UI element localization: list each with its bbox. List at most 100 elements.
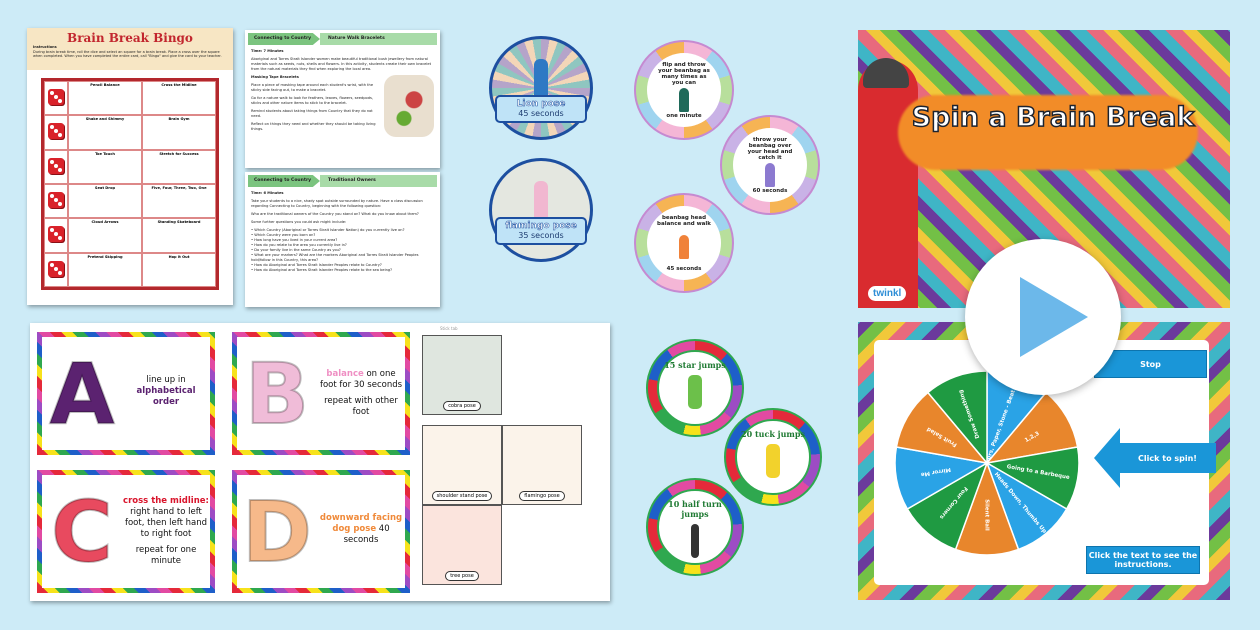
graffiti-artist-image	[858, 60, 918, 308]
bingo-cell: Brain Gym	[142, 115, 216, 150]
dice-net: cobra pose shoulder stand pose flamingo …	[420, 326, 600, 595]
activity-name: Pencil Balance	[90, 83, 120, 87]
list-item: • Which Country were you born on?	[251, 233, 316, 237]
dice-face: tree pose	[422, 505, 502, 585]
doc-body: Aboriginal and Torres Strait Islander wo…	[251, 57, 432, 71]
jump-badge: 10 half turn jumps	[646, 478, 744, 576]
card-letter: C	[50, 482, 114, 582]
activity-name: Toe Touch	[95, 151, 115, 156]
question-text: What are your markers? What are the mark…	[251, 253, 419, 262]
stick-tab-label: Stick tab	[440, 326, 458, 331]
child-figure	[679, 234, 689, 259]
wheel-segment[interactable]	[906, 461, 989, 551]
segment-label[interactable]: Silent Ball	[984, 499, 990, 531]
activity-name: Cloud Arrows	[91, 220, 119, 225]
bingo-cell: Toe Touch	[68, 149, 142, 184]
child-figure	[765, 162, 775, 187]
face-label: tree pose	[445, 571, 479, 581]
spinner-wheel[interactable]: Scissors, Paper, Stone - Beat the Teache…	[892, 368, 1082, 558]
doc-step: Place a piece of masking tape around eac…	[251, 83, 374, 92]
badge-text: throw your beanbag over your head and ca…	[747, 137, 793, 161]
doc-title: Traditional Owners	[320, 175, 437, 187]
bingo-cell: Five, Four, Three, Two, One	[142, 183, 216, 219]
card-highlight: balance	[326, 369, 364, 379]
child-figure	[534, 181, 548, 219]
dice-face: cobra pose	[422, 335, 502, 415]
dice-cell	[44, 115, 68, 150]
list-item: • How do you relate to the area you curr…	[251, 243, 347, 247]
bingo-cell: Seat Drop	[68, 183, 142, 219]
bingo-cell: Cloud Arrows	[68, 218, 142, 253]
badge-text: beanbag head balance and walk	[657, 215, 711, 227]
instructions-button[interactable]: Click the text to see the instructions.	[1086, 546, 1200, 574]
doc-time: Time: 7 Minutes	[251, 49, 284, 53]
dice-icon	[48, 260, 64, 277]
activity-name: Seat Drop	[94, 185, 116, 190]
activity-name: Pretend Skipping	[87, 254, 123, 259]
wheel-segment[interactable]	[895, 391, 989, 465]
list-item: • How do Aboriginal and Torres Strait Is…	[251, 263, 382, 267]
dice-icon	[48, 226, 64, 243]
wheel-segment[interactable]	[984, 446, 1080, 511]
wheel-panel: Scissors, Paper, Stone - Beat the Teache…	[874, 340, 1216, 585]
wheel-segment[interactable]	[894, 446, 990, 511]
question-text: Do your family live in the same Country …	[254, 248, 341, 252]
instructions-text: During brain break time, roll the dice a…	[33, 49, 222, 59]
beanbag-badge: throw your beanbag over your head and ca…	[720, 115, 820, 215]
pose-time: 45 seconds	[518, 109, 564, 118]
dice-icon	[48, 123, 64, 140]
breadcrumb: Connecting to Country	[248, 175, 320, 187]
arrow-left-icon	[1094, 428, 1120, 488]
doc-body: Take your students to a nice, shady spot…	[251, 199, 423, 208]
beanbag-badge: flip and throw your beanbag as many time…	[634, 40, 734, 140]
play-button[interactable]	[965, 239, 1121, 395]
child-figure	[688, 375, 702, 409]
slide-title: Spin a Brain Break	[911, 101, 1195, 134]
question-text: How do you relate to the area you curren…	[254, 243, 347, 247]
question-text: Which Country (Aboriginal or Torres Stra…	[254, 228, 405, 232]
list-item: • How long have you lived in your curren…	[251, 238, 338, 242]
dice-cell	[44, 218, 68, 253]
pose-time: 35 seconds	[518, 231, 564, 240]
question-text: How do Aboriginal and Torres Strait Isla…	[254, 268, 393, 272]
activity-name: Hop it Out	[168, 254, 190, 259]
activity-name: Five, Four, Three, Two, One	[151, 185, 207, 190]
dice-cell	[44, 81, 68, 116]
bingo-cell: Pencil Balance	[68, 81, 142, 116]
card-text: on one foot for 30 seconds	[319, 369, 403, 390]
wheel-segment[interactable]	[954, 460, 1020, 556]
dice-icon	[48, 89, 64, 105]
click-to-spin-button[interactable]: Click to spin!	[1119, 443, 1216, 473]
breadcrumb: Connecting to Country	[248, 33, 320, 45]
jump-badge: 15 star jumps	[646, 339, 744, 437]
card-letter: A	[48, 344, 115, 444]
bingo-cell: Hop it Out	[142, 252, 216, 287]
doc-step: Reflect on things they need and whether …	[251, 122, 376, 131]
doc-step: Go for a nature walk to look for feather…	[251, 96, 374, 105]
face-label: shoulder stand pose	[431, 491, 493, 501]
card-highlight: downward facing dog pose	[319, 512, 403, 534]
segment-label[interactable]: Mirror Me	[920, 466, 951, 477]
dice-icon	[48, 191, 64, 208]
child-figure	[534, 59, 548, 97]
badge-text: 20 tuck jumps	[741, 429, 805, 439]
card-text: line up in	[146, 374, 186, 385]
child-figure	[766, 444, 780, 478]
doc-title: Nature Walk Bracelets	[320, 33, 437, 45]
wheel-segment[interactable]	[985, 461, 1068, 551]
stop-button[interactable]: Stop	[1094, 350, 1207, 378]
doc-step: Remind students about taking things from…	[251, 109, 373, 118]
bingo-cell: Standing Skateboard	[142, 218, 216, 253]
hat-image	[863, 58, 909, 88]
alphabet-card-d: D downward facing dog pose 40 seconds	[232, 470, 410, 593]
spin-title-slide: Spin a Brain Break twinkl	[858, 30, 1230, 308]
doc-time: Time: 6 Minutes	[251, 191, 284, 195]
dice-face: flamingo pose	[502, 425, 582, 505]
